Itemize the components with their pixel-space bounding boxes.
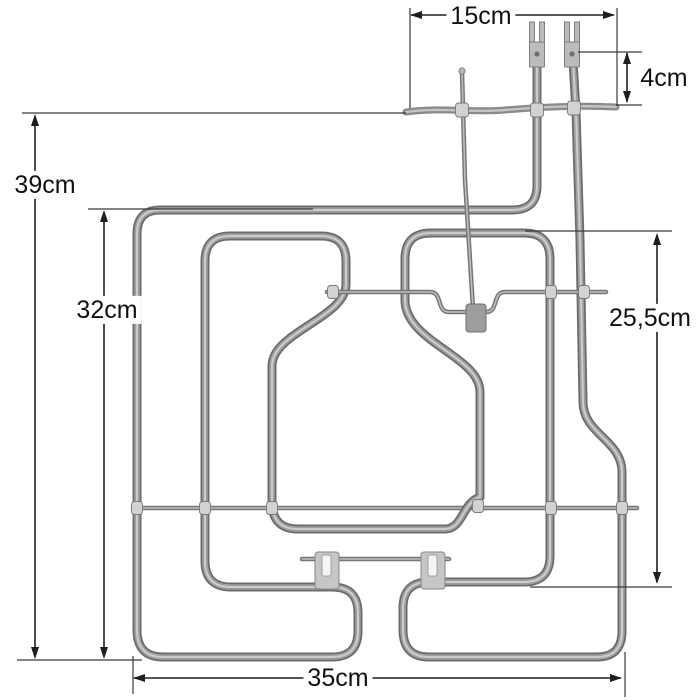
dim-label-top-width: 15cm bbox=[446, 1, 516, 31]
tube-collars bbox=[131, 100, 628, 515]
mounting-clip-right bbox=[420, 551, 446, 590]
dim-label-right-height: 25,5cm bbox=[605, 303, 695, 333]
terminal-hole bbox=[534, 51, 540, 57]
center-clamp bbox=[465, 303, 487, 333]
mounting-bracket-bar bbox=[406, 106, 616, 112]
dimension-arrowheads bbox=[31, 11, 661, 682]
heating-tube bbox=[137, 58, 622, 657]
dim-label-overall-height: 39cm bbox=[10, 170, 80, 200]
terminal-prong-left bbox=[529, 21, 545, 68]
extension-lines bbox=[17, 8, 672, 697]
pin-cap bbox=[458, 67, 466, 75]
support-pin bbox=[458, 67, 473, 308]
mounting-clip-left bbox=[314, 551, 340, 590]
terminal-prong-right bbox=[564, 21, 580, 68]
dim-label-terminal-height: 4cm bbox=[636, 63, 692, 93]
dim-label-bottom-width: 35cm bbox=[303, 663, 373, 693]
terminal-hole bbox=[569, 51, 575, 57]
dimension-lines bbox=[34, 14, 658, 679]
dim-label-inner-height: 32cm bbox=[72, 295, 142, 325]
